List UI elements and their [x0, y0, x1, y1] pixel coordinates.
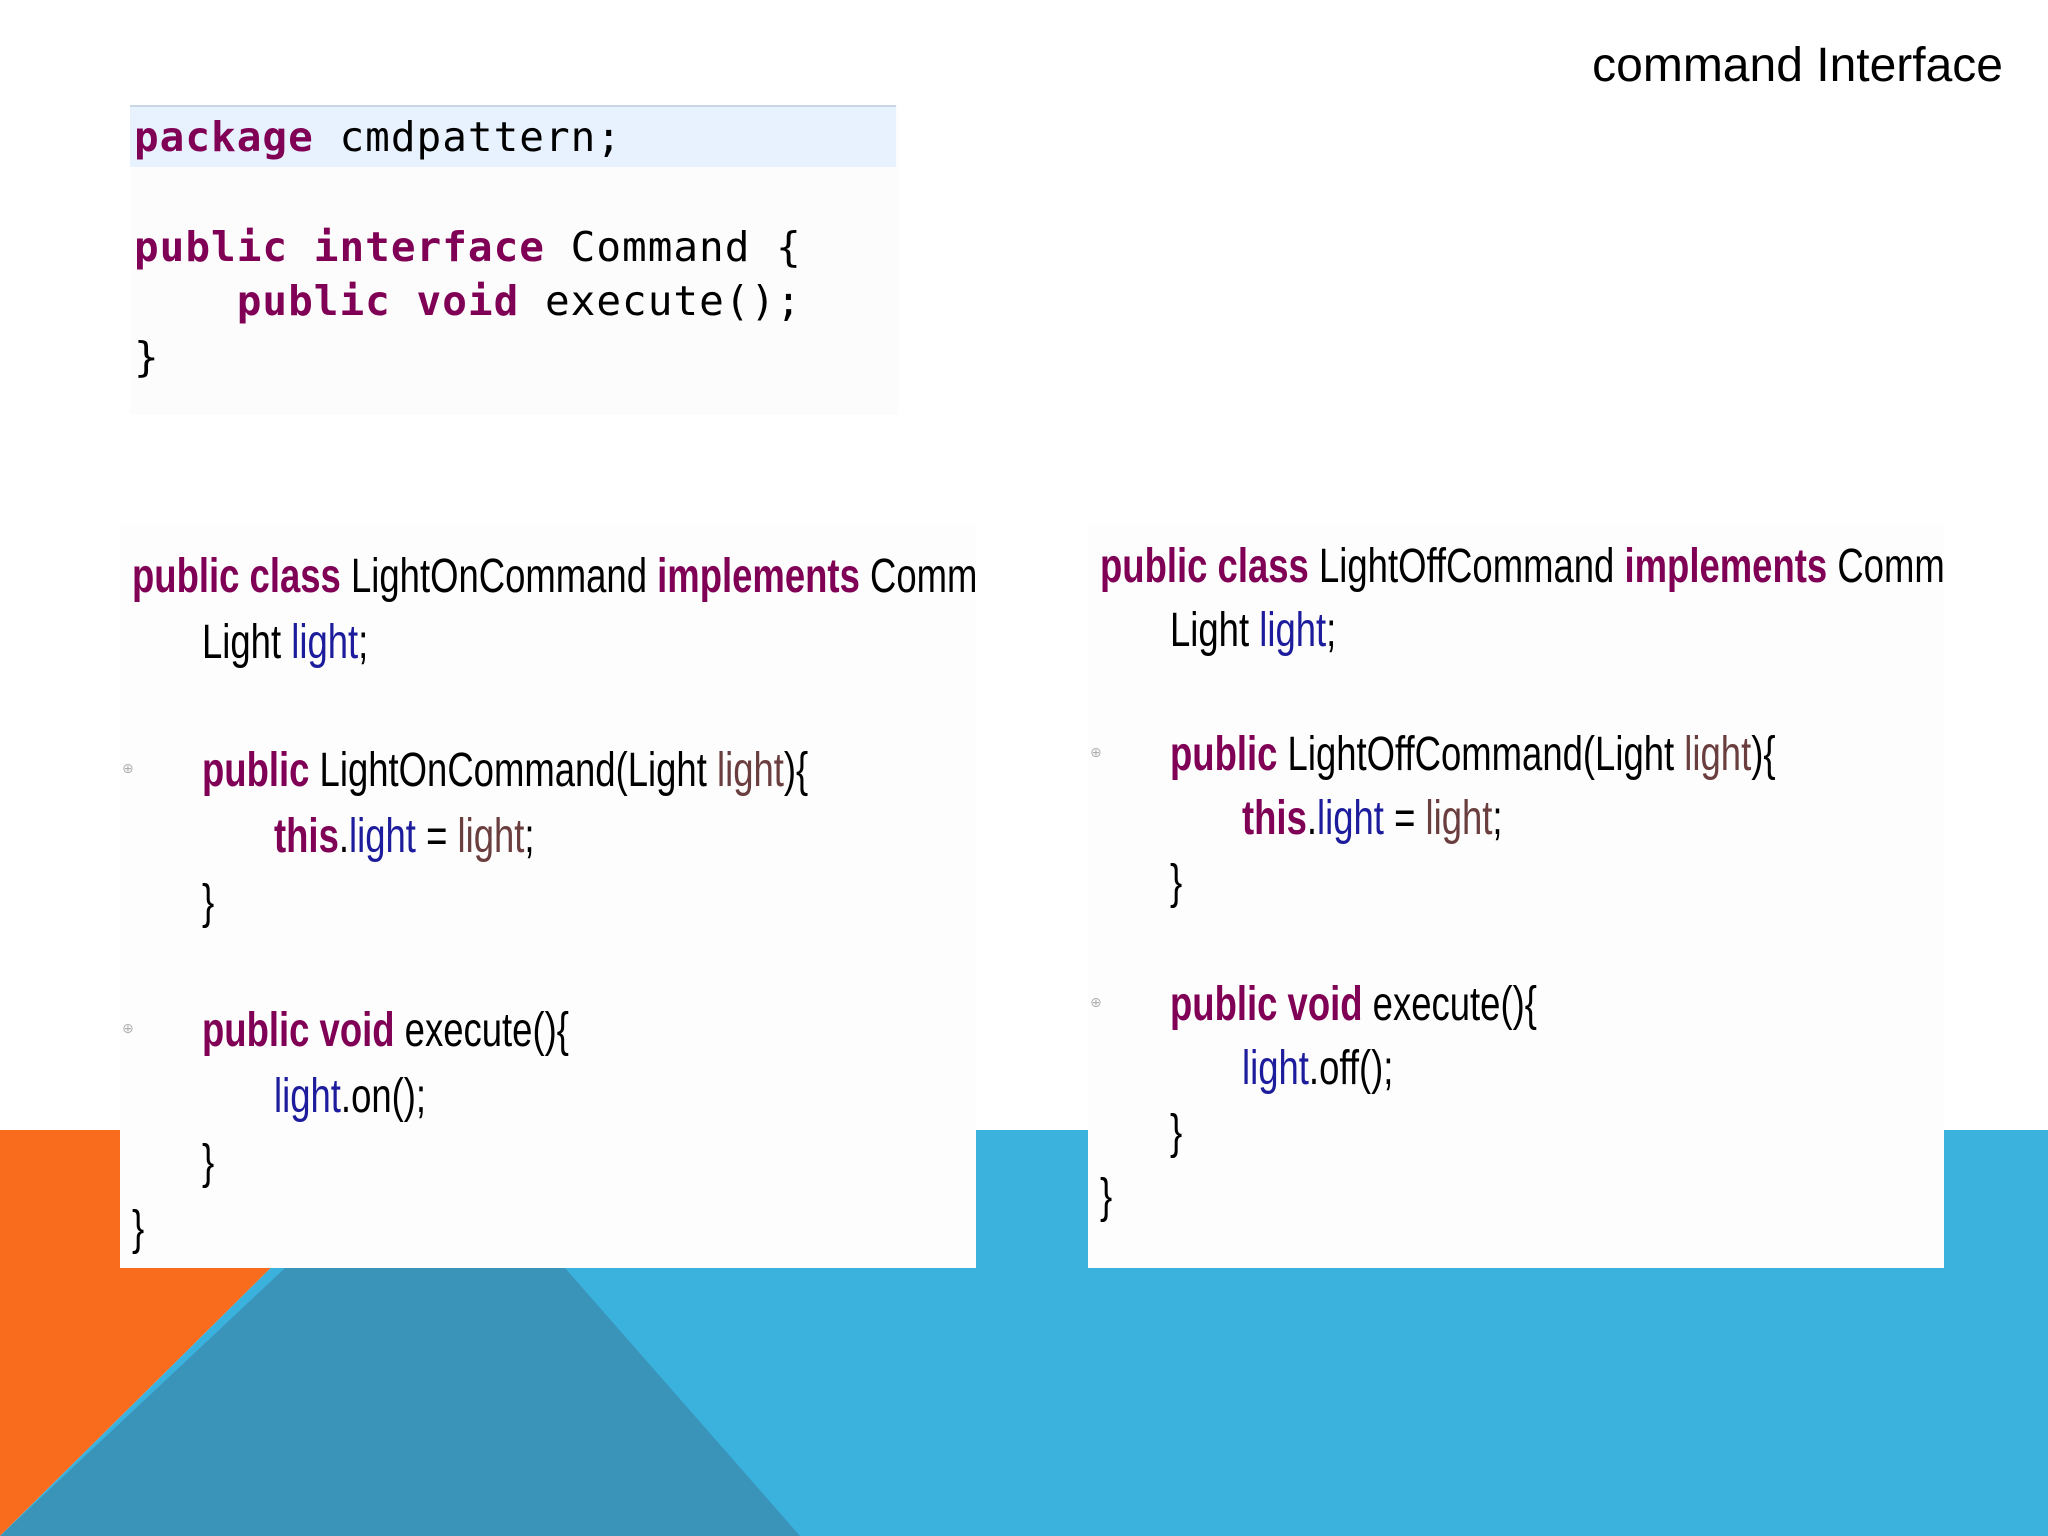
slide-title: command Interface [1592, 39, 2003, 92]
param-ref: light [457, 810, 525, 863]
code-line-closing-brace: } [134, 333, 160, 381]
field-ref: light [274, 1070, 341, 1123]
code-line-field-decl: Light light; [1170, 603, 1336, 658]
dot: . [1306, 792, 1318, 845]
method-signature: execute(){ [1362, 978, 1537, 1031]
code-line-method-call: light.on(); [274, 1069, 426, 1124]
param-ref: light [1425, 792, 1493, 845]
fold-marker-icon[interactable]: ⊕ [122, 761, 134, 777]
param-name: light [716, 744, 784, 797]
semicolon: ; [1326, 604, 1337, 657]
interface-name: Command { [544, 223, 802, 271]
field-type: Light [202, 616, 292, 669]
param-name: light [1684, 728, 1752, 781]
code-line-class-close: } [132, 1202, 145, 1255]
assign-op: = [415, 810, 458, 863]
field-ref: light [1242, 1042, 1309, 1095]
code-line-class-decl: public class LightOnCommand implements C… [132, 549, 976, 604]
code-line-constructor: public LightOnCommand(Light light){ [202, 743, 808, 798]
field-type: Light [1170, 604, 1260, 657]
field-name: light [1259, 604, 1327, 657]
field-name: light [291, 616, 359, 669]
dot: . [338, 810, 350, 863]
method-call: .off(); [1308, 1042, 1394, 1095]
package-name: cmdpattern; [313, 113, 623, 161]
keyword-public-class: public class [1100, 540, 1309, 593]
code-panel-command-interface: package cmdpattern; public interface Com… [130, 105, 898, 415]
code-line-constructor-close: } [1170, 856, 1183, 909]
package-line-highlight [130, 105, 896, 167]
code-line-package: package cmdpattern; [134, 113, 622, 161]
keyword-public-void: public void [236, 277, 520, 325]
keyword-implements: implements [1624, 540, 1828, 593]
code-line-execute-decl: public void execute(); [134, 277, 802, 325]
code-line-assignment: this.light = light; [1242, 791, 1503, 846]
class-name: LightOnCommand [340, 550, 658, 603]
keyword-public-class: public class [132, 550, 341, 603]
code-line-constructor-close: } [202, 876, 215, 929]
code-line-interface-decl: public interface Command { [134, 223, 802, 271]
dark-blue-triangle-shape [0, 1268, 800, 1536]
keyword-public-void: public void [202, 1004, 395, 1057]
code-line-execute-close: } [1170, 1106, 1183, 1159]
keyword-public-void: public void [1170, 978, 1363, 1031]
code-line-method-call: light.off(); [1242, 1041, 1393, 1096]
code-line-assignment: this.light = light; [274, 809, 535, 864]
open-brace: ){ [783, 744, 809, 797]
method-signature: execute(){ [394, 1004, 569, 1057]
code-line-execute: public void execute(){ [1170, 977, 1537, 1032]
constructor-signature: LightOffCommand(Light [1277, 728, 1685, 781]
code-line-execute: public void execute(){ [202, 1003, 569, 1058]
keyword-public-interface: public interface [134, 223, 545, 271]
fold-marker-icon[interactable]: ⊕ [1090, 995, 1102, 1011]
interface-ref: Command{ [1837, 540, 1944, 593]
fold-marker-icon[interactable]: ⊕ [122, 1021, 134, 1037]
open-brace: ){ [1751, 728, 1776, 781]
semicolon: ; [358, 616, 369, 669]
interface-ref: Command{ [870, 550, 976, 603]
code-panel-light-off-command: public class LightOffCommand implements … [1088, 525, 1944, 1268]
method-signature: execute(); [519, 277, 802, 325]
code-line-class-close: } [1100, 1170, 1113, 1223]
constructor-signature: LightOnCommand(Light [309, 744, 717, 797]
keyword-this: this [274, 810, 339, 863]
keyword-public: public [202, 744, 310, 797]
code-panel-light-on-command: public class LightOnCommand implements C… [120, 525, 976, 1268]
code-line-constructor: public LightOffCommand(Light light){ [1170, 727, 1776, 782]
keyword-this: this [1242, 792, 1307, 845]
field-ref: light [349, 810, 416, 863]
keyword-package: package [134, 113, 314, 161]
semicolon: ; [1492, 792, 1503, 845]
class-name: LightOffCommand [1308, 540, 1625, 593]
code-line-execute-close: } [202, 1136, 215, 1189]
semicolon: ; [524, 810, 535, 863]
keyword-implements: implements [657, 550, 860, 603]
field-ref: light [1317, 792, 1384, 845]
code-line-field-decl: Light light; [202, 615, 368, 670]
indent [134, 277, 237, 325]
fold-marker-icon[interactable]: ⊕ [1090, 745, 1102, 761]
keyword-public: public [1170, 728, 1278, 781]
assign-op: = [1383, 792, 1426, 845]
code-line-class-decl: public class LightOffCommand implements … [1100, 539, 1944, 594]
method-call: .on(); [340, 1070, 427, 1123]
